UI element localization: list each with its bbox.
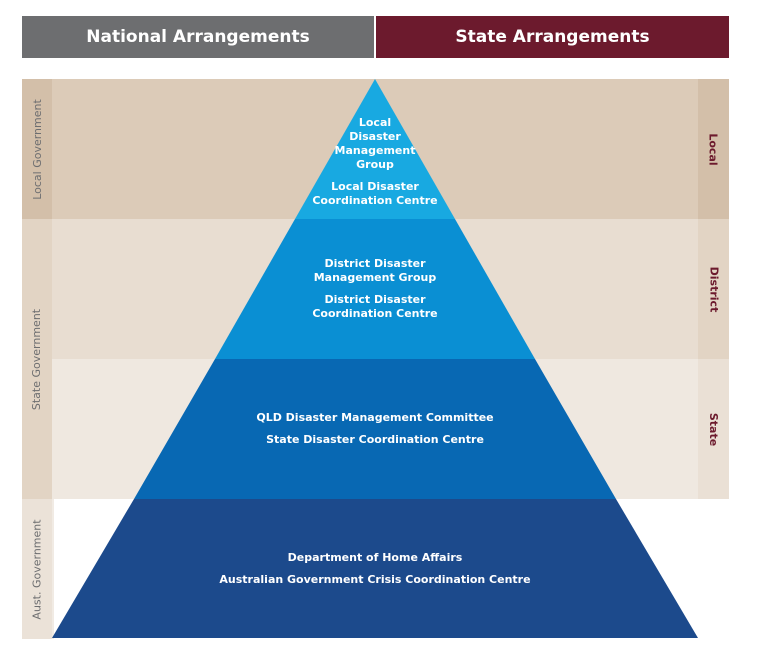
pyramid-tier-local <box>295 79 455 219</box>
tier-aust-text: Department of Home Affairs Australian Go… <box>125 551 625 587</box>
department-of-home-affairs: Department of Home Affairs <box>287 551 463 564</box>
right-strip-district <box>698 219 729 359</box>
right-strip-state <box>698 359 729 499</box>
national-arrangements-header: National Arrangements <box>22 16 374 58</box>
australian-government-crisis-coordination-centre: Australian Government Crisis Coordinatio… <box>219 573 531 586</box>
pyramid-tier-state <box>134 359 616 499</box>
pyramid-tier-district <box>215 219 535 359</box>
left-strip-aust <box>22 499 52 639</box>
tier-district-text: District Disaster Management Group Distr… <box>255 257 495 321</box>
tier-state-text: QLD Disaster Management Committee State … <box>175 411 575 447</box>
pyramid-tier-aust <box>52 499 698 638</box>
local-disaster-coordination-centre: Local Disaster Coordination Centre <box>312 180 438 207</box>
tier-local-text: Local Disaster Management Group Local Di… <box>295 116 455 208</box>
right-strip-local <box>698 79 729 219</box>
state-arrangements-header: State Arrangements <box>376 16 729 58</box>
local-disaster-management-group: Local Disaster Management Group <box>334 116 416 171</box>
district-disaster-coordination-centre: District Disaster Coordination Centre <box>312 293 438 320</box>
left-strip-state-gov <box>22 219 52 499</box>
qld-disaster-management-committee: QLD Disaster Management Committee <box>256 411 494 424</box>
left-strip-local <box>22 79 52 219</box>
district-disaster-management-group: District Disaster Management Group <box>313 257 437 284</box>
state-disaster-coordination-centre: State Disaster Coordination Centre <box>266 433 484 446</box>
